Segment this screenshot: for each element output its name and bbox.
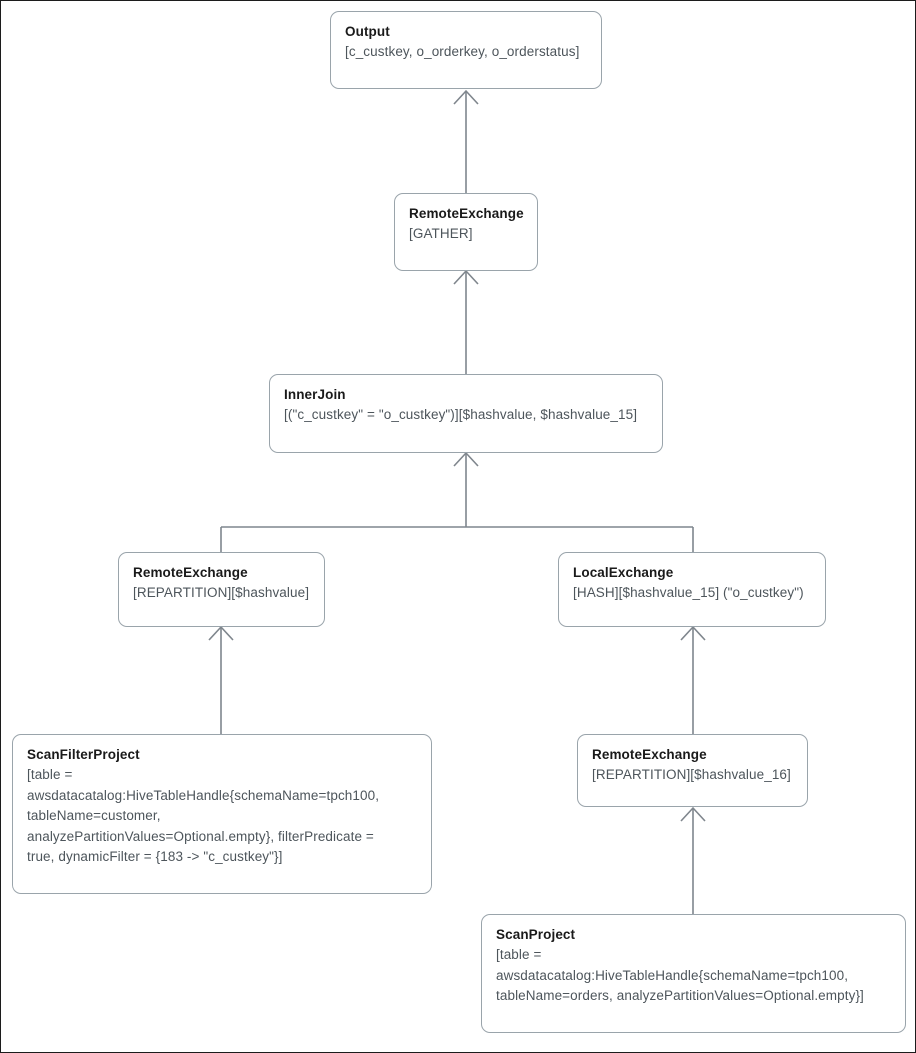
node-scan-project-title: ScanProject [496,927,576,942]
node-output[interactable]: Output [c_custkey, o_orderkey, o_orderst… [330,11,602,89]
edge-fork-to-innerjoin [220,451,694,552]
node-local-exchange-hash[interactable]: LocalExchange [HASH][$hashvalue_15] ("o_… [558,552,826,627]
node-scan-filter-project-detail-2: tableName=customer, [27,808,161,823]
node-output-detail: [c_custkey, o_orderkey, o_orderstatus] [345,44,580,59]
node-remote-exchange-repartition-hashvalue[interactable]: RemoteExchange [REPARTITION][$hashvalue] [118,552,325,627]
edge-gather-to-output [453,89,479,193]
node-local-exchange-hash-title: LocalExchange [573,565,674,580]
node-scan-filter-project-detail-0: [table = [27,767,73,782]
node-remote-exchange-repartition-hashvalue-title: RemoteExchange [133,565,248,580]
node-remote-exchange-gather-detail: [GATHER] [409,226,473,241]
node-remote-exchange-repartition-hashvalue-detail: [REPARTITION][$hashvalue] [133,585,310,600]
node-output-title: Output [345,24,390,39]
node-scan-filter-project-detail-3: analyzePartitionValues=Optional.empty}, … [27,828,374,844]
node-scan-filter-project-detail-1: awsdatacatalog:HiveTableHandle{schemaNam… [27,787,380,803]
node-scan-project-detail-0: [table = [496,947,542,962]
node-remote-exchange-repartition-hashvalue-16[interactable]: RemoteExchange [REPARTITION][$hashvalue_… [577,734,808,807]
node-scan-project-detail-1: awsdatacatalog:HiveTableHandle{schemaNam… [496,967,849,983]
node-scan-project[interactable]: ScanProject [table = awsdatacatalog:Hive… [481,914,906,1033]
edge-innerjoin-to-gather [453,269,479,374]
node-inner-join-title: InnerJoin [284,387,346,402]
node-remote-exchange-repartition-hashvalue-16-detail: [REPARTITION][$hashvalue_16] [592,767,791,782]
node-local-exchange-hash-detail: [HASH][$hashvalue_15] ("o_custkey") [573,585,804,600]
node-scan-project-detail-2: tableName=orders, analyzePartitionValues… [496,988,864,1003]
node-remote-exchange-gather[interactable]: RemoteExchange [GATHER] [394,193,538,271]
node-scan-filter-project-title: ScanFilterProject [27,747,140,762]
node-scan-filter-project[interactable]: ScanFilterProject [table = awsdatacatalo… [12,734,432,894]
edge-remoteexchange16-to-localexchange [680,625,706,734]
edge-scanproject-to-remoteexchange16 [680,806,706,914]
edge-scanfilterproject-to-remoteexchange [208,625,234,734]
node-remote-exchange-repartition-hashvalue-16-title: RemoteExchange [592,747,707,762]
node-remote-exchange-gather-title: RemoteExchange [409,206,524,221]
node-scan-filter-project-detail-4: true, dynamicFilter = {183 -> "c_custkey… [27,849,283,864]
node-inner-join-detail: [("c_custkey" = "o_custkey")][$hashvalue… [284,407,638,422]
node-inner-join[interactable]: InnerJoin [("c_custkey" = "o_custkey")][… [269,374,663,453]
